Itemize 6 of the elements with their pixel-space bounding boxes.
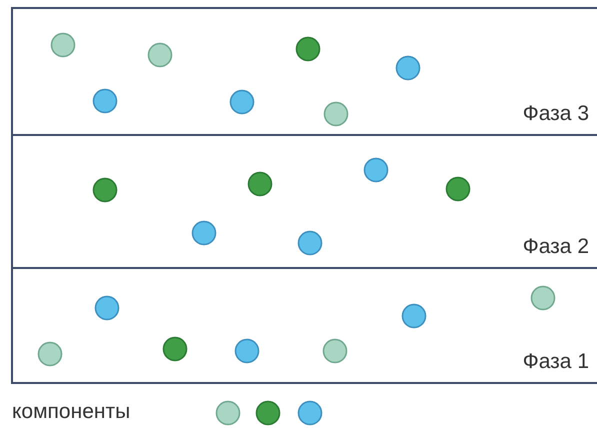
- phase-label: Фаза 1: [522, 350, 589, 374]
- phase-label: Фаза 3: [522, 102, 589, 126]
- phase-band: [11, 267, 597, 384]
- phase-band: [11, 7, 597, 136]
- phase-label: Фаза 2: [522, 235, 589, 259]
- components-label: компоненты: [12, 400, 130, 424]
